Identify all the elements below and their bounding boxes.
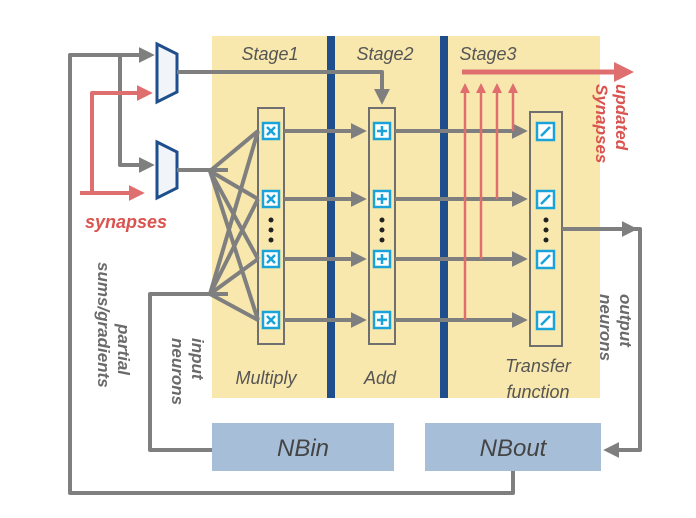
transfer-function-icon <box>535 121 556 142</box>
add-icon <box>372 310 392 330</box>
svg-text:partial: partial <box>114 323 133 376</box>
stage-background <box>212 36 600 398</box>
output-neurons-path <box>562 227 642 458</box>
svg-text:output: output <box>616 294 635 348</box>
svg-text:updated: updated <box>612 84 631 151</box>
partial-sums-label: partial sums/gradients <box>94 262 133 388</box>
svg-text:input: input <box>188 338 207 381</box>
partial-sums-path <box>68 47 515 495</box>
input-neurons-path <box>148 292 228 452</box>
multiply-icon <box>261 189 281 209</box>
stage-divider-1 <box>327 36 335 398</box>
transfer-function-icon <box>535 189 556 210</box>
svg-text:neurons: neurons <box>168 338 187 405</box>
stage1-label: Stage1 <box>241 44 298 64</box>
multiply-icon <box>261 121 281 141</box>
ellipsis-dots <box>268 217 549 243</box>
mux-top <box>155 41 179 105</box>
stage3-label: Stage3 <box>459 44 516 64</box>
nbin-buffer <box>212 423 394 471</box>
mux-bottom <box>155 139 179 201</box>
red-arrows <box>80 62 634 201</box>
synapses-to-mux-top <box>90 85 153 193</box>
add-icon <box>372 121 392 141</box>
input-neurons-label: input neurons <box>168 338 207 405</box>
multiply-icon <box>261 310 281 330</box>
svg-text:Synapses: Synapses <box>592 84 611 163</box>
gray-arrows <box>68 47 642 495</box>
transfer-function-icon <box>535 310 556 331</box>
synapses-label: synapses <box>85 212 167 232</box>
stage-divider-2 <box>440 36 448 398</box>
transfer-operators <box>535 121 556 331</box>
crossbar-line <box>208 130 260 295</box>
mux-link-top <box>118 55 155 173</box>
crossbar-line <box>208 257 260 296</box>
stage2-label: Stage2 <box>356 44 413 64</box>
add-column-box <box>368 107 396 345</box>
crossbar-line <box>209 292 259 322</box>
svg-text:neurons: neurons <box>596 294 615 361</box>
add-label: Add <box>363 368 397 388</box>
crossbar-line <box>208 129 260 173</box>
output-neurons-label: output neurons <box>596 294 635 361</box>
mux-top-output <box>177 70 390 105</box>
add-icon <box>372 249 392 269</box>
nbout-label: NBout <box>480 435 548 462</box>
multiply-operators <box>261 121 281 330</box>
nbin-label: NBin <box>277 435 329 462</box>
transfer-function-icon <box>535 249 556 270</box>
transfer-label: Transfer <box>505 356 572 376</box>
multiply-icon <box>261 249 281 269</box>
function-label: function <box>506 382 569 402</box>
nbout-buffer <box>425 423 601 471</box>
crossbar-line <box>208 169 260 201</box>
multiply-column-box <box>257 107 285 345</box>
add-icon <box>372 189 392 209</box>
svg-text:sums/gradients: sums/gradients <box>94 262 113 388</box>
red-risers <box>460 83 518 320</box>
crossbar-line <box>208 198 260 295</box>
multiply-label: Multiply <box>235 368 297 388</box>
add-operators <box>372 121 392 330</box>
updated-synapses-label: updated Synapses <box>592 84 631 163</box>
